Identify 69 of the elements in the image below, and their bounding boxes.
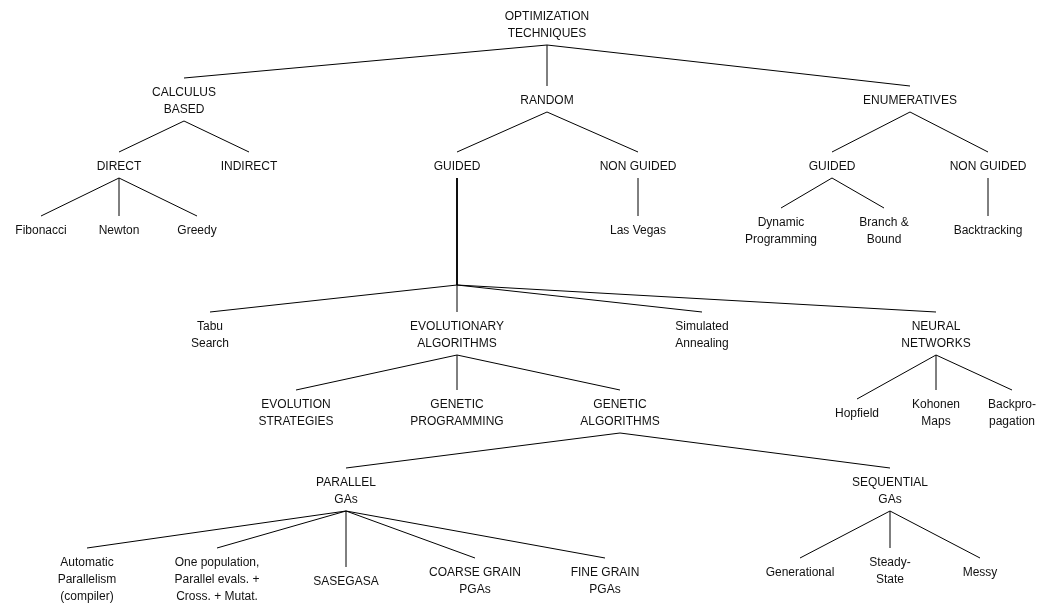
tree-node-label: NON GUIDED [588, 158, 688, 175]
tree-node-label: Greedy [162, 222, 232, 239]
tree-node-label: FINE GRAIN PGAs [561, 564, 649, 598]
connector-line [935, 354, 1013, 391]
tree-node-label: DIRECT [74, 158, 164, 175]
tree-node-label: GENETIC ALGORITHMS [570, 396, 670, 430]
connector-line [456, 354, 458, 391]
tree-node-label: Fibonacci [6, 222, 76, 239]
connector-line [987, 177, 989, 217]
tree-node-label: NON GUIDED [938, 158, 1038, 175]
tree-node-label: PARALLEL GAs [310, 474, 382, 508]
connector-line [183, 120, 250, 153]
tree-node-label: Generational [755, 564, 845, 581]
tree-node-label: GUIDED [412, 158, 502, 175]
connector-line [118, 177, 120, 217]
connector-line [216, 510, 347, 549]
connector-line [889, 510, 981, 559]
tree-node-label: SEQUENTIAL GAs [844, 474, 936, 508]
connector-line [456, 354, 621, 391]
tree-node-label: Backpro- pagation [981, 396, 1043, 430]
tree-node-label: ENUMERATIVES [850, 92, 970, 109]
tree-node-label: GUIDED [787, 158, 877, 175]
connector-line [456, 177, 937, 313]
connector-line [295, 354, 458, 391]
connector-line [118, 177, 198, 217]
connector-line [183, 44, 548, 79]
connector-line [619, 432, 891, 469]
connector-line [856, 354, 937, 400]
tree-node-label: Branch & Bound [853, 214, 915, 248]
connector-line [345, 510, 606, 559]
connector-line [40, 177, 120, 217]
tree-node-label: Dynamic Programming [740, 214, 822, 248]
connector-line [799, 510, 891, 559]
tree-node-label: Backtracking [943, 222, 1033, 239]
connector-line [637, 177, 639, 217]
connector-line [546, 44, 911, 87]
tree-node-label: Las Vegas [598, 222, 678, 239]
tree-node-label: Steady-State [865, 554, 915, 588]
tree-node-label: SASEGASA [306, 573, 386, 590]
connector-line [118, 120, 185, 153]
tree-node-label: Automatic Parallelism (compiler) [46, 554, 128, 605]
tree-node-label: OPTIMIZATION TECHNIQUES [497, 8, 597, 42]
connector-line [345, 432, 621, 469]
connector-line [345, 510, 347, 568]
tree-node-label: Newton [84, 222, 154, 239]
connector-line [780, 177, 833, 209]
connector-line [935, 354, 937, 391]
connector-line [345, 510, 476, 559]
tree-node-label: RANDOM [487, 92, 607, 109]
connector-line [889, 510, 891, 549]
tree-node-label: Simulated Annealing [666, 318, 738, 352]
tree-node-label: Hopfield [827, 405, 887, 422]
connector-line [546, 44, 548, 87]
tree-node-label: INDIRECT [204, 158, 294, 175]
tree-node-label: One population, Parallel evals. + Cross. + Mutat. [160, 554, 274, 605]
connector-line [831, 111, 911, 153]
tree-node-label: NEURAL NETWORKS [895, 318, 977, 352]
tree-node-label: EVOLUTIONARY ALGORITHMS [399, 318, 515, 352]
tree-node-label: Messy [950, 564, 1010, 581]
connector-line [456, 111, 548, 153]
tree-node-label: GENETIC PROGRAMMING [401, 396, 513, 430]
tree-node-label: EVOLUTION STRATEGIES [246, 396, 346, 430]
connector-line [546, 111, 639, 153]
tree-node-label: COARSE GRAIN PGAs [421, 564, 529, 598]
connector-line [909, 111, 989, 153]
tree-node-label: Kohonen Maps [908, 396, 964, 430]
connector-line [831, 177, 885, 209]
tree-node-label: CALCULUS BASED [144, 84, 224, 118]
tree-node-label: Tabu Search [184, 318, 236, 352]
